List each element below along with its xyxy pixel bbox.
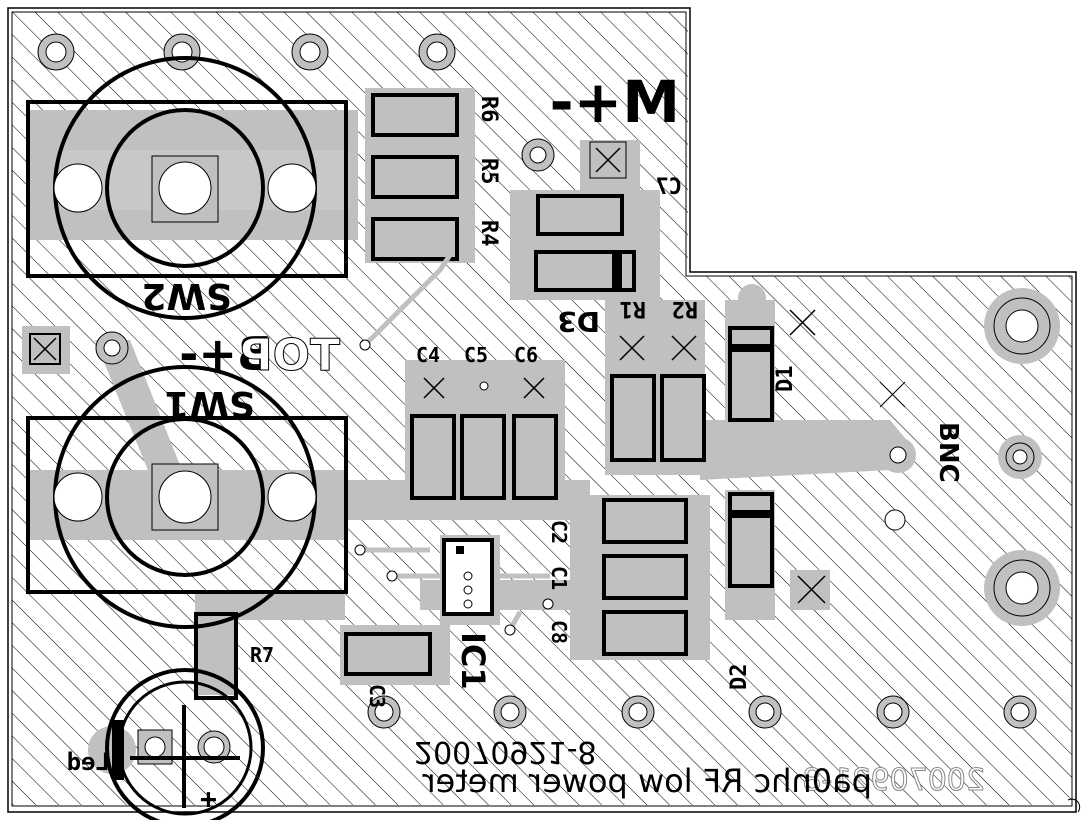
label-r5: R5 bbox=[476, 158, 501, 185]
label-c6: C6 bbox=[514, 343, 538, 367]
ic1-chip bbox=[442, 538, 494, 616]
resistors-r1-r2 bbox=[610, 335, 706, 462]
diode-d3 bbox=[534, 250, 636, 292]
label-d3: D3 bbox=[557, 305, 600, 338]
labels: M+- B+- TOP R6 R5 R4 C7 D3 R1 R2 D1 C4 C… bbox=[67, 68, 986, 815]
date-code-ghost: 20070921-8 bbox=[802, 763, 985, 798]
bnc-connector bbox=[880, 437, 916, 473]
label-led: Led bbox=[67, 748, 110, 776]
switch-bottom-pads bbox=[53, 463, 317, 531]
label-led-plus: + bbox=[200, 782, 217, 815]
label-r4: R4 bbox=[476, 220, 501, 247]
label-c5: C5 bbox=[464, 343, 488, 367]
label-c2: C2 bbox=[547, 520, 571, 544]
label-d1: D1 bbox=[773, 366, 798, 393]
board-outline bbox=[7, 7, 1077, 813]
diode-d1 bbox=[728, 284, 816, 422]
corner-mark bbox=[1067, 798, 1081, 813]
resistor-pads-top bbox=[380, 99, 452, 255]
label-bnc: BNC bbox=[933, 422, 963, 483]
resistor-r7 bbox=[194, 612, 238, 700]
label-c7: C7 bbox=[656, 175, 683, 200]
diode-d2 bbox=[728, 381, 906, 604]
label-c1: C1 bbox=[547, 566, 571, 590]
vias bbox=[354, 339, 554, 636]
label-r1: R1 bbox=[620, 296, 647, 321]
label-r7: R7 bbox=[250, 643, 274, 667]
label-r2: R2 bbox=[672, 296, 699, 321]
resistors-top bbox=[371, 93, 459, 261]
date-code: 20070921-8 bbox=[414, 734, 597, 769]
label-battery: B+- bbox=[179, 327, 272, 381]
label-c4: C4 bbox=[416, 343, 440, 367]
label-meter: M+- bbox=[550, 68, 680, 136]
label-c8: C8 bbox=[547, 620, 571, 644]
label-sw2: SW2 bbox=[141, 275, 232, 316]
label-r6: R6 bbox=[476, 96, 501, 123]
label-d2: D2 bbox=[727, 664, 752, 691]
led bbox=[105, 668, 265, 820]
battery-pad bbox=[29, 141, 627, 365]
capacitor-c3 bbox=[344, 632, 432, 676]
label-top: TOP bbox=[240, 330, 340, 381]
switch-top-pads bbox=[53, 155, 317, 223]
mounting-holes bbox=[37, 33, 1051, 729]
capacitors-c2-c1-c8 bbox=[602, 498, 688, 656]
board-title: pa0nhc RF low power meter bbox=[422, 762, 872, 800]
label-ic1: IC1 bbox=[454, 632, 492, 690]
capacitor-c7 bbox=[536, 194, 624, 236]
label-c3: C3 bbox=[365, 684, 389, 708]
capacitors-c4-c6 bbox=[410, 377, 558, 500]
label-sw1: SW1 bbox=[164, 383, 255, 424]
